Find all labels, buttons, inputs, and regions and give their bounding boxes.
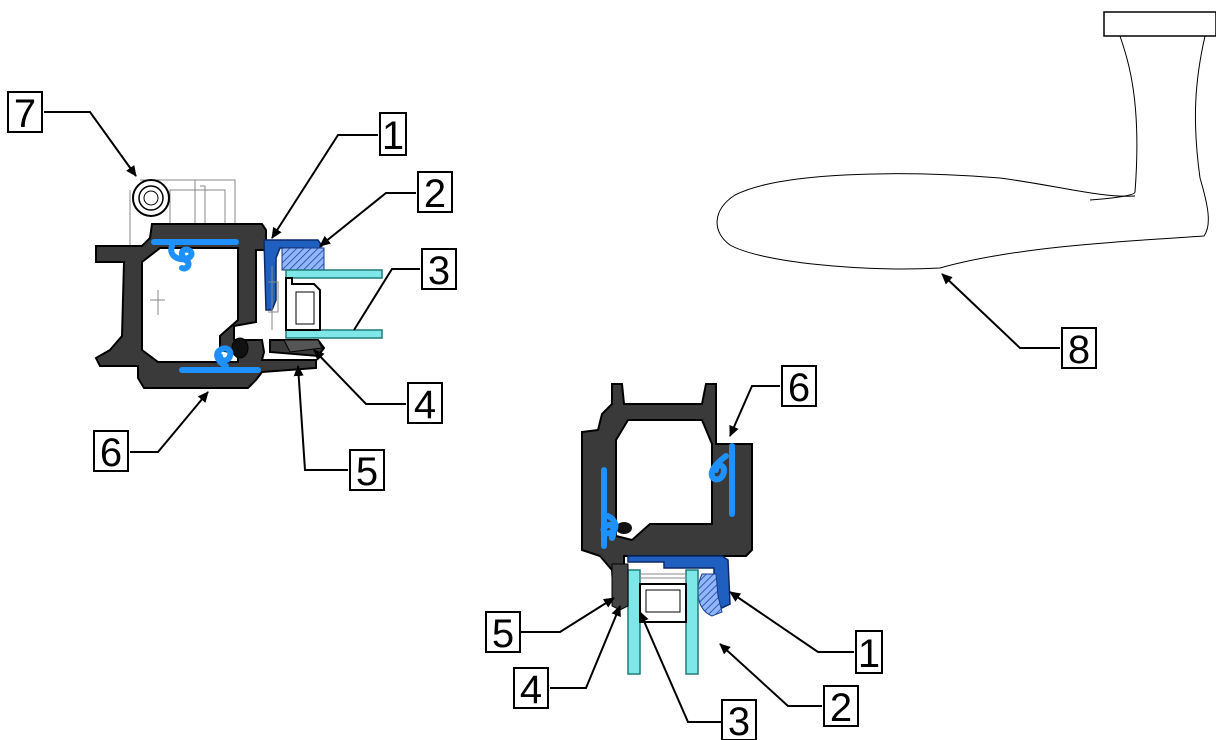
leader-4-bottom (550, 605, 621, 689)
svg-text:4: 4 (520, 668, 542, 712)
leader-6-left (130, 391, 209, 453)
callout-5-bottom: 5 (485, 611, 521, 656)
leader-2-bottom (719, 643, 822, 707)
left-brush-seal (231, 337, 249, 359)
svg-text:2: 2 (424, 172, 446, 216)
left-seal-top-loop (168, 243, 195, 272)
svg-text:5: 5 (356, 450, 378, 494)
bottom-frame-section (581, 383, 753, 675)
callout-6-bottom: 6 (781, 365, 817, 410)
callout-2-left: 2 (417, 171, 453, 216)
leader-5-left (293, 365, 348, 471)
callout-8: 8 (1061, 327, 1097, 372)
left-seal-bottom-loop (214, 345, 234, 369)
leader-8 (941, 273, 1060, 349)
callout-3-left: 3 (421, 248, 457, 293)
bottom-glass-unit (627, 569, 699, 675)
leader-3-left (353, 268, 420, 331)
svg-text:1: 1 (858, 632, 880, 676)
svg-text:6: 6 (788, 366, 810, 410)
leader-7 (44, 111, 137, 177)
svg-text:4: 4 (414, 383, 436, 427)
left-bead-gasket (281, 247, 325, 271)
handle-neck (1089, 35, 1206, 201)
handle-lever (716, 173, 1209, 270)
callout-1-left: 1 (379, 112, 407, 158)
svg-text:3: 3 (728, 700, 750, 740)
callout-7: 7 (7, 91, 43, 136)
left-glass-unit (268, 266, 383, 339)
bottom-frame-profile (581, 383, 753, 604)
svg-text:3: 3 (428, 249, 450, 293)
bottom-bead-gasket (697, 573, 723, 617)
handle-base-plate (1103, 11, 1216, 37)
svg-text:5: 5 (492, 612, 514, 656)
svg-text:8: 8 (1068, 328, 1090, 372)
leader-1-bottom (729, 591, 854, 653)
leader-3-bottom (639, 611, 722, 723)
svg-text:6: 6 (100, 431, 122, 475)
callout-3-bottom: 3 (721, 699, 757, 740)
leader-5-bottom (520, 597, 615, 633)
leader-6-bottom (729, 385, 780, 437)
callout-5-left: 5 (349, 449, 385, 494)
bottom-seal-right-loop (708, 453, 729, 483)
bottom-seal-left-loop (600, 513, 619, 541)
left-wedge-gasket (283, 339, 323, 353)
leader-2-left (319, 192, 416, 247)
svg-text:1: 1 (382, 114, 404, 158)
callout-4-left: 4 (407, 382, 443, 427)
svg-text:2: 2 (830, 686, 852, 730)
leader-lines (44, 111, 1060, 723)
bottom-sash-edge (611, 563, 629, 611)
leader-4-left (313, 349, 406, 405)
left-frame-section (94, 179, 383, 389)
callout-6-left: 6 (93, 430, 129, 475)
hinge-barrel (132, 179, 170, 217)
bottom-brush-seal (616, 522, 632, 534)
callout-2-bottom: 2 (823, 685, 859, 730)
leader-1-left (271, 134, 378, 239)
callout-4-bottom: 4 (513, 667, 549, 712)
svg-text:7: 7 (14, 92, 36, 136)
window-handle (716, 11, 1216, 270)
callout-1-bottom: 1 (855, 630, 883, 676)
